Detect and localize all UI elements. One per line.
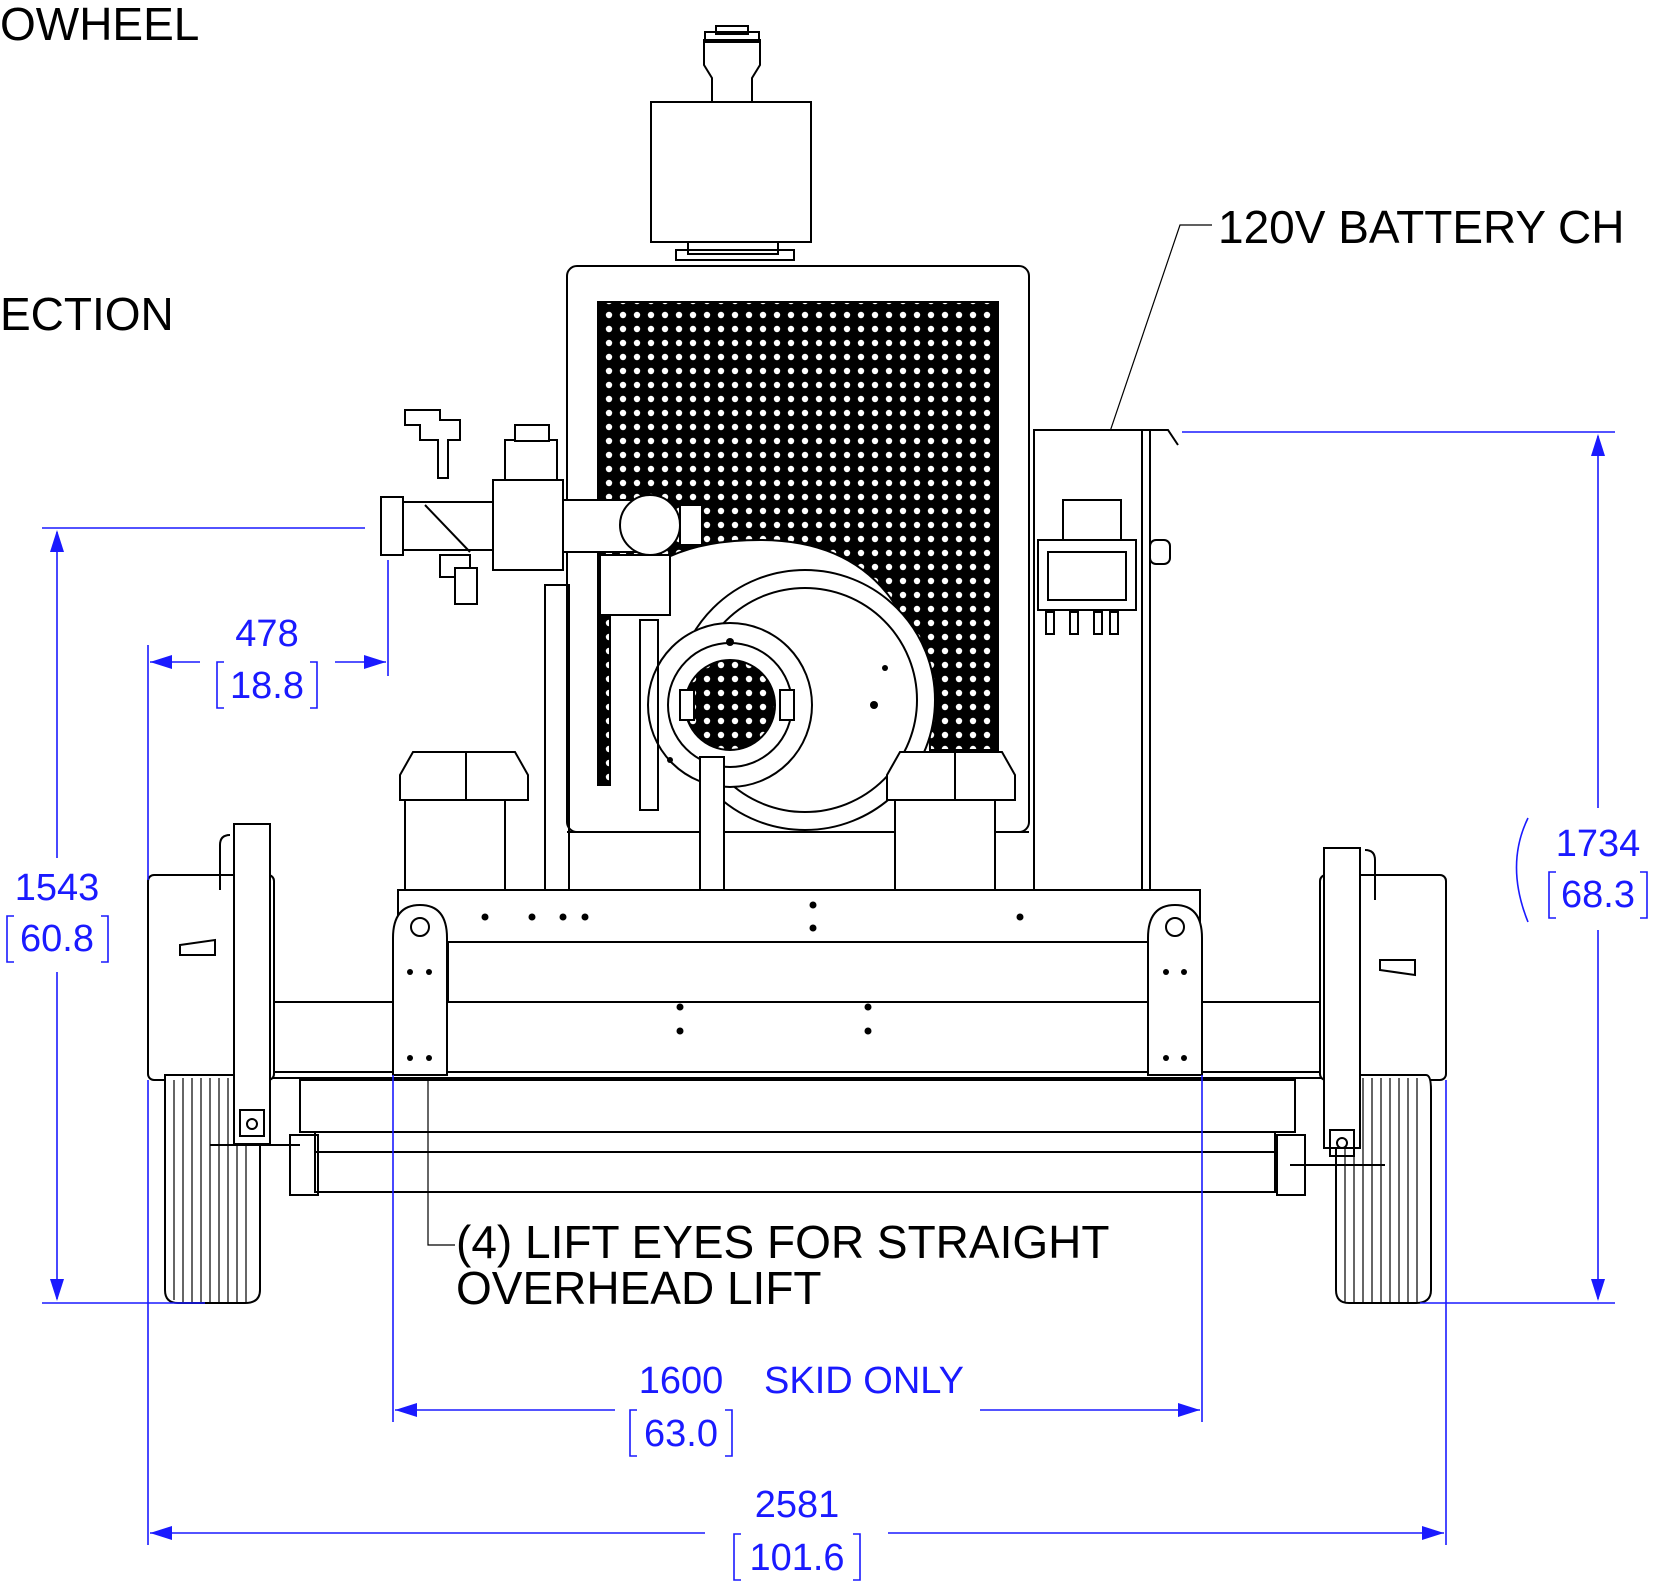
- note-top-left-1: OWHEEL: [0, 0, 199, 50]
- dimension-overall-width: 2581 101.6: [147, 1080, 1447, 1581]
- overall-height-inch: 68.3: [1561, 874, 1635, 916]
- note-lift-eyes-line1: (4) LIFT EYES FOR STRAIGHT: [456, 1216, 1109, 1268]
- note-top-left-2: ECTION: [0, 288, 174, 340]
- overall-width-mm: 2581: [755, 1484, 840, 1526]
- note-lift-eyes-line2: OVERHEAD LIFT: [456, 1262, 822, 1314]
- right-fuel-tank: [886, 751, 1016, 893]
- dimension-overall-height: 1734 68.3: [1182, 431, 1648, 1304]
- right-lift-eye: [1147, 903, 1203, 1076]
- dimension-skid-width: 1600 SKID ONLY 63.0: [392, 1075, 1203, 1457]
- suction-height-inch: 60.8: [20, 918, 94, 960]
- suction-valve-assembly: [380, 409, 703, 616]
- left-lift-eye: [392, 903, 448, 1076]
- control-panel-box: [1033, 429, 1179, 931]
- pump-volute: [544, 569, 936, 941]
- note-battery-charger: 120V BATTERY CH: [1218, 201, 1625, 253]
- overall-width-inch: 101.6: [749, 1537, 844, 1579]
- air-cleaner: [650, 25, 812, 261]
- left-fuel-tank: [399, 751, 529, 893]
- overall-height-mm: 1734: [1556, 823, 1641, 865]
- suction-height-mm: 1543: [15, 867, 100, 909]
- left-wheel-and-fender: [147, 823, 319, 1304]
- skid-width-inch: 63.0: [644, 1413, 718, 1455]
- suction-offset-inch: 18.8: [230, 665, 304, 707]
- right-wheel-and-fender: [1276, 847, 1447, 1304]
- dimension-suction-offset: 478 18.8: [147, 560, 389, 880]
- battery-charger-leader: [1079, 224, 1212, 521]
- skid-width-label: SKID ONLY: [764, 1360, 964, 1402]
- suction-offset-mm: 478: [235, 613, 298, 655]
- dimension-suction-height: 1543 60.8: [6, 527, 365, 1304]
- skid-width-mm: 1600: [639, 1360, 724, 1402]
